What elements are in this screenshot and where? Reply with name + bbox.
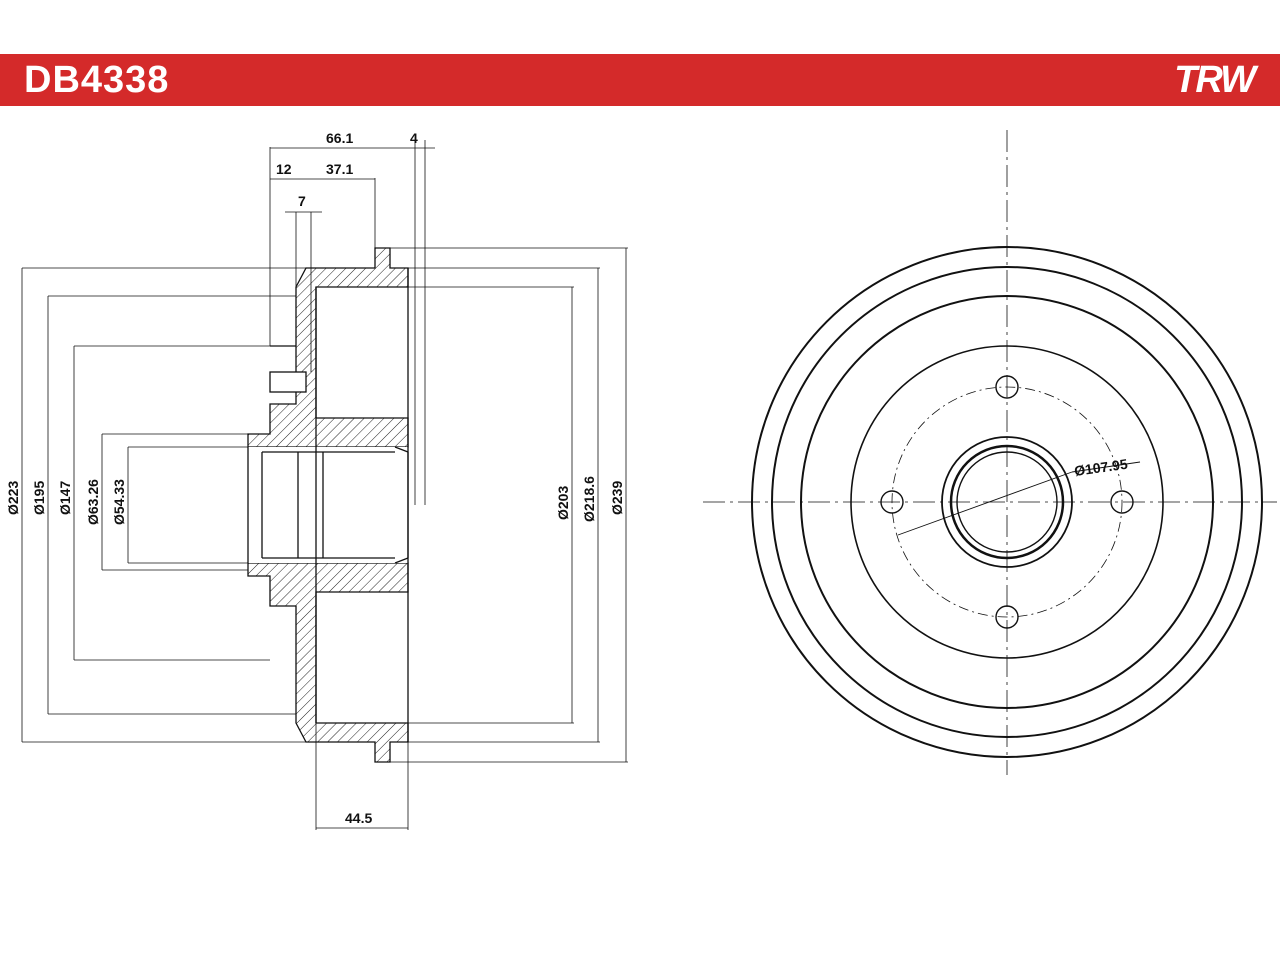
dim-37-1: 37.1	[326, 161, 353, 177]
header-bar: DB4338 TRW	[0, 54, 1280, 106]
dim-d147: Ø147	[57, 481, 73, 515]
brand-logo: TRW	[1174, 59, 1256, 101]
dim-44-5: 44.5	[345, 810, 372, 826]
part-number: DB4338	[24, 59, 170, 101]
dim-d54-33: Ø54.33	[111, 479, 127, 525]
dim-d239: Ø239	[609, 481, 625, 515]
dim-d63-26: Ø63.26	[85, 479, 101, 525]
dim-pcd-107-95: Ø107.95	[1073, 456, 1129, 479]
dim-66-1: 66.1	[326, 130, 353, 146]
section-top	[247, 247, 409, 448]
section-bottom	[247, 562, 409, 763]
front-view	[703, 130, 1277, 775]
side-dimension-lines	[21, 140, 628, 830]
dim-d218-6: Ø218.6	[581, 476, 597, 522]
dim-7: 7	[298, 193, 306, 209]
bolt-hole-bottom	[995, 605, 1019, 629]
dim-d223: Ø223	[5, 481, 21, 515]
side-section-view	[247, 247, 409, 763]
bolt-hole-top	[995, 375, 1019, 399]
bolt-hole-left	[880, 490, 904, 514]
dim-d203: Ø203	[555, 486, 571, 520]
dim-d195: Ø195	[31, 481, 47, 515]
dim-12: 12	[276, 161, 292, 177]
bolt-hole-right	[1110, 490, 1134, 514]
dim-4: 4	[410, 130, 418, 146]
